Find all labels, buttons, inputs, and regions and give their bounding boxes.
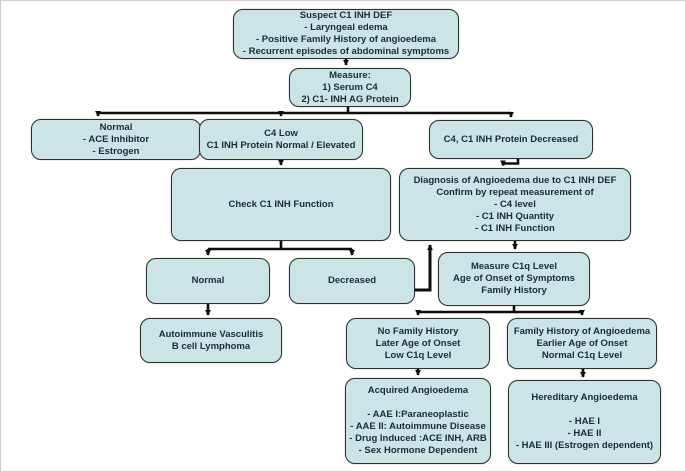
node-text: Normal xyxy=(191,275,225,286)
node-text: No Family History xyxy=(377,325,459,337)
node-text: Suspect C1 INH DEF xyxy=(299,10,393,21)
node-text: - HAE III (Estrogen dependent) xyxy=(515,440,654,451)
node-measure: Measure: 1) Serum C4 2) C1- INH AG Prote… xyxy=(289,68,411,107)
node-text: - Laryngeal edema xyxy=(304,22,388,33)
node-text: C1 INH Protein Normal / Elevated xyxy=(206,139,356,151)
node-text: - Recurrent episodes of abdominal sympto… xyxy=(242,46,450,57)
arrow-decreased-to-diagnosis-top xyxy=(500,159,520,167)
node-hereditary-angioedema: Hereditary Angioedema - HAE I - HAE II -… xyxy=(508,380,661,464)
node-text: - C4 level xyxy=(494,198,536,210)
node-text: Low C1q Level xyxy=(384,349,452,361)
node-check-c1inh-function: Check C1 INH Function xyxy=(171,168,391,241)
node-text: Family History xyxy=(481,285,547,296)
node-text: Confirm by repeat measurement of xyxy=(436,186,594,198)
node-no-family-history: No Family History Later Age of Onset Low… xyxy=(346,318,490,369)
node-text: B cell Lymphoma xyxy=(171,340,251,352)
node-text: - C1 INH Quantity xyxy=(475,210,555,222)
node-text: Family History of Angioedema xyxy=(513,325,651,337)
node-text: 2) C1- INH AG Protein xyxy=(301,93,399,105)
node-text: - Sex Hormone Dependent xyxy=(358,445,478,456)
node-text: Measure C1q Level xyxy=(470,261,558,272)
arrow-decreasedfn-to-diagnosis xyxy=(415,244,433,292)
node-text: C4, C1 INH Protein Decreased xyxy=(443,133,579,145)
node-function-normal: Normal xyxy=(146,258,270,304)
node-c4-low: C4 Low C1 INH Protein Normal / Elevated xyxy=(199,119,363,160)
node-text: Measure: xyxy=(329,69,371,81)
node-text: - C1 INH Function xyxy=(475,222,555,234)
node-autoimmune-vasculitis: Autoimmune Vasculitis B cell Lymphoma xyxy=(140,318,282,363)
node-text: Later Age of Onset xyxy=(375,337,461,349)
node-title: Acquired Angioedema xyxy=(367,385,469,396)
node-text: Autoimmune Vasculitis xyxy=(158,328,264,340)
node-family-history: Family History of Angioedema Earlier Age… xyxy=(507,318,657,369)
node-text: Normal xyxy=(99,121,133,133)
node-c4-c1inh-decreased: C4, C1 INH Protein Decreased xyxy=(429,120,593,159)
node-text: C4 Low xyxy=(264,127,298,139)
node-title: Hereditary Angioedema xyxy=(531,392,638,403)
node-text: - HAE II xyxy=(567,428,602,439)
node-diagnosis-angioedema: Diagnosis of Angioedema due to C1 INH DE… xyxy=(399,168,631,241)
node-suspect-c1-inh-def: Suspect C1 INH DEF - Laryngeal edema - P… xyxy=(233,9,459,59)
node-text: - AAE II: Autoimmune Disease xyxy=(350,421,486,432)
node-text: - Positive Family History of angioedema xyxy=(255,34,437,45)
node-text: - Drug Induced :ACE INH, ARB xyxy=(349,433,487,444)
node-measure-c1q: Measure C1q Level Age of Onset of Sympto… xyxy=(438,252,590,306)
node-text: Decreased xyxy=(327,275,377,286)
node-text: - AAE I:Paraneoplastic xyxy=(367,409,469,420)
node-text: Normal C1q Level xyxy=(541,349,623,361)
node-text: Earlier Age of Onset xyxy=(536,337,628,349)
node-function-decreased: Decreased xyxy=(289,258,415,304)
node-text: Diagnosis of Angioedema due to C1 INH DE… xyxy=(413,174,617,186)
node-normal-ace-estrogen: Normal - ACE Inhibitor - Estrogen xyxy=(31,119,201,160)
node-text: 1) Serum C4 xyxy=(322,81,378,93)
node-text: - HAE I xyxy=(568,416,601,427)
node-text: Check C1 INH Function xyxy=(228,198,334,210)
node-text: Age of Onset of Symptoms xyxy=(453,273,575,284)
node-text: - ACE Inhibitor xyxy=(82,133,150,145)
node-text: - Estrogen xyxy=(92,145,140,157)
node-acquired-angioedema: Acquired Angioedema - AAE I:Paraneoplast… xyxy=(345,378,491,464)
